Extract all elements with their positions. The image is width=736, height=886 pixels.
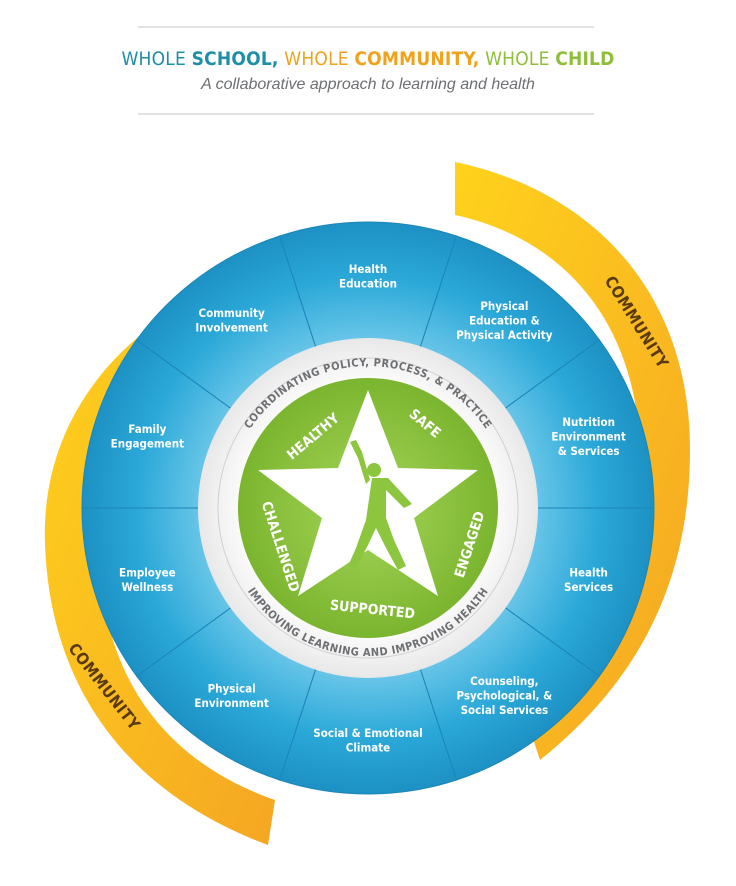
component-label-line: Social Services [461,703,549,717]
component-label-line: Services [564,580,613,594]
component-label-line: Family [128,422,166,436]
component-label-line: Health [569,565,608,579]
component-label-line: Counseling, [470,674,538,688]
component-label-line: Nutrition [562,415,615,429]
component-label-line: Social & Emotional [313,726,422,740]
center-star [258,390,478,596]
component-label-line: Physical Activity [456,328,553,342]
component-label-line: Education [339,276,397,290]
component-label-line: Climate [346,740,390,754]
component-label-line: Psychological, & [457,689,553,703]
component-label-line: Health [349,262,388,276]
jumping-child-icon [348,440,412,570]
page-subtitle: A collaborative approach to learning and… [201,76,535,93]
component-label-line: Environment [551,429,625,443]
component-label-line: & Services [558,444,620,458]
component-label: Counseling,Psychological, &Social Servic… [457,674,553,717]
component-label-line: Physical [480,299,528,313]
component-label-line: Employee [119,565,176,579]
bottom-divider [138,113,594,115]
component-label-line: Wellness [121,580,173,594]
page-title: WHOLE SCHOOL, WHOLE COMMUNITY, WHOLE CHI… [121,48,615,70]
component-label-line: Education & [469,313,540,327]
component-label-line: Engagement [111,437,184,451]
component-label-line: Involvement [195,321,268,335]
component-label-line: Physical [208,681,256,695]
component-label-line: Community [199,306,265,320]
top-divider [138,26,594,28]
component-label-line: Environment [194,696,268,710]
